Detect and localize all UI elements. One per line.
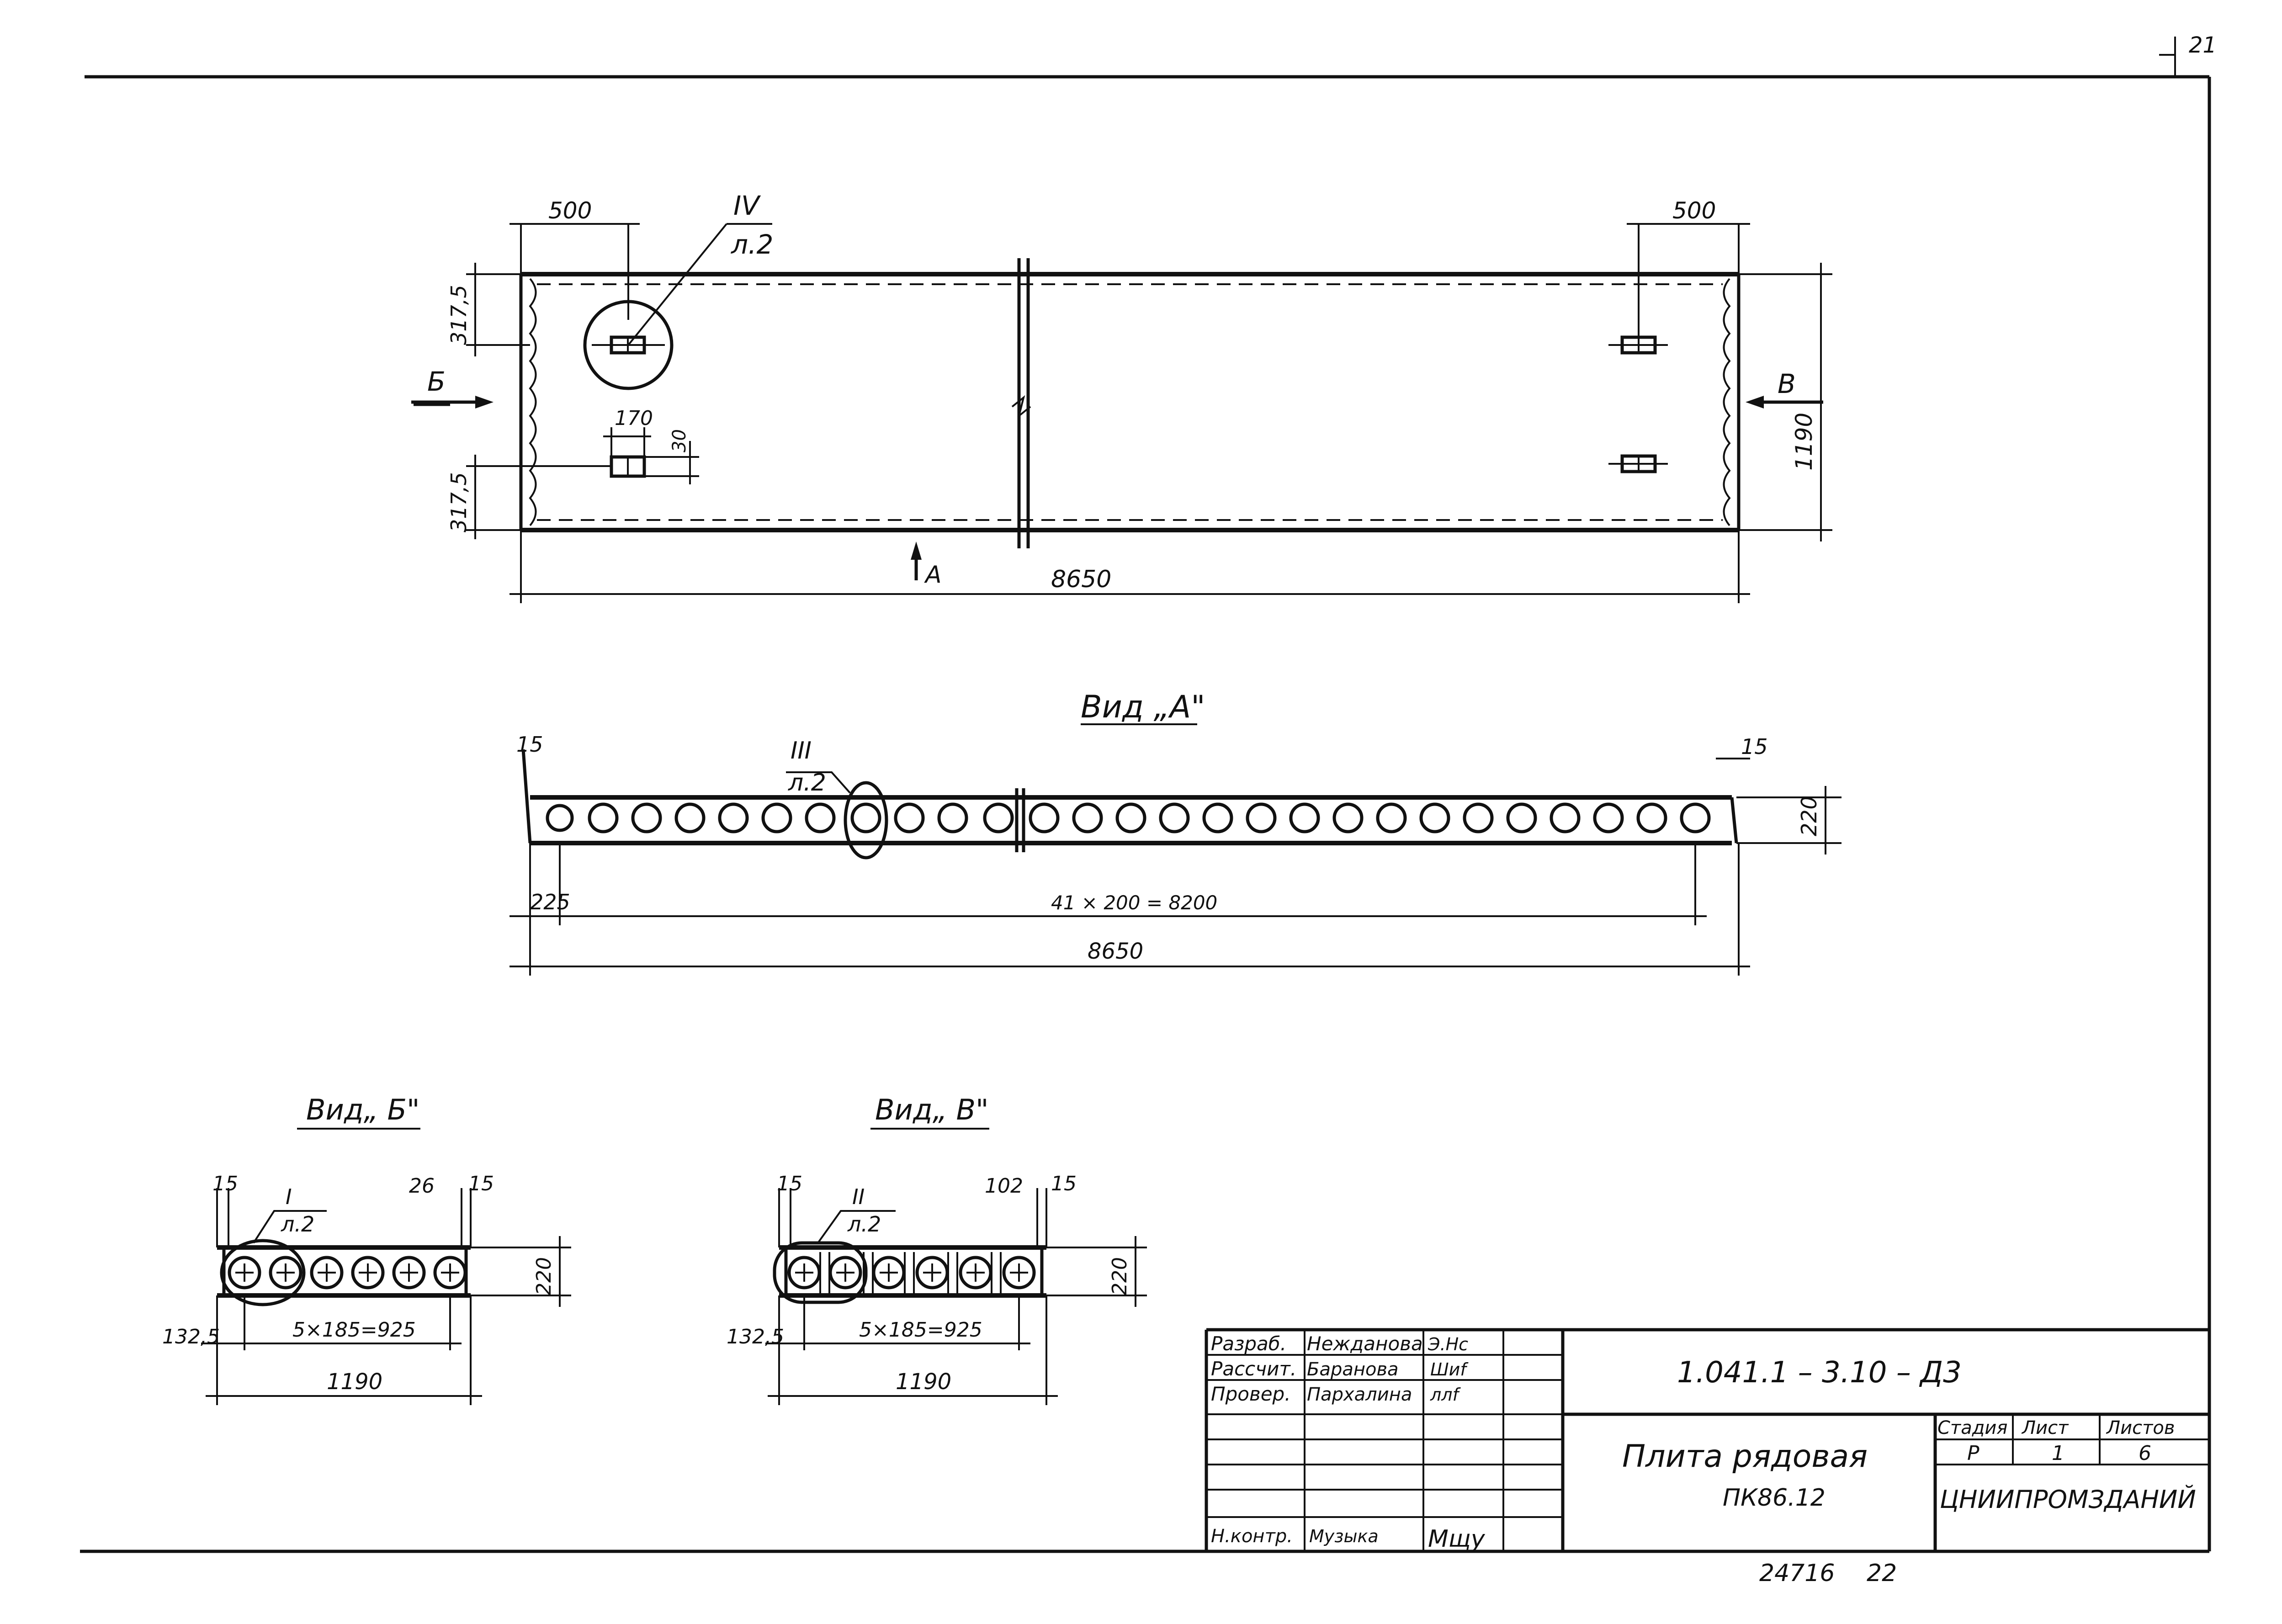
- dim-500-left: 500: [548, 197, 592, 224]
- callout-iv-sheet: л.2: [731, 229, 773, 260]
- view-b-callout-num: I: [286, 1184, 292, 1209]
- sheets-value: 6: [2139, 1442, 2151, 1465]
- plan-view: IV л.2 500 500 317,5 317,5 170 30 1190 8…: [411, 190, 1832, 603]
- view-a-dim-220: 220: [1797, 796, 1821, 836]
- view-v-callout-sheet: л.2: [847, 1212, 881, 1237]
- view-a-title: Вид „А": [1081, 689, 1205, 725]
- signature-calculated: Шиf: [1430, 1359, 1469, 1380]
- page-number: 21: [2189, 32, 2217, 58]
- view-v: Вид„ В" II л.2 15 102 15 220 132,5: [727, 1093, 1147, 1405]
- view-a-dim-225: 225: [530, 890, 570, 914]
- sheets-label: Листов: [2106, 1417, 2175, 1438]
- name-calculated: Баранова: [1307, 1359, 1399, 1380]
- name-developer: Неждановa: [1307, 1332, 1423, 1355]
- view-arrow-b: Б: [411, 366, 494, 409]
- view-b-dim-132: 132,5: [162, 1325, 220, 1348]
- name-checked: Пархалина: [1307, 1384, 1412, 1405]
- organization: ЦНИИПРОМЗДАНИЙ: [1940, 1485, 2196, 1514]
- view-a-dim-15-right: 15: [1741, 734, 1768, 759]
- view-v-dim-220: 220: [1108, 1257, 1131, 1295]
- view-v-dim-pitch: 5×185=925: [859, 1318, 982, 1342]
- view-a-dim-8650: 8650: [1088, 939, 1143, 964]
- role-checked: Провер.: [1211, 1383, 1291, 1405]
- signature-checked: ллf: [1430, 1385, 1461, 1405]
- view-b-callout-sheet: л.2: [281, 1212, 314, 1237]
- view-b-dim-220: 220: [532, 1257, 556, 1295]
- archive-number: 24716: [1759, 1560, 1835, 1587]
- view-a-callout-num: III: [791, 737, 812, 764]
- view-v-callout-num: II: [852, 1184, 865, 1209]
- sheet-frame: [80, 37, 2211, 1553]
- view-a-dim-15-left: 15: [516, 732, 543, 757]
- view-v-holes: [787, 1252, 1036, 1293]
- view-v-title: Вид„ В": [875, 1093, 989, 1126]
- view-arrow-a: А: [911, 541, 942, 589]
- title-block: 1.041.1 – 3.10 – Д3 Разраб. Рассчит. Про…: [1205, 1328, 2209, 1587]
- role-calculated: Рассчит.: [1211, 1358, 1296, 1380]
- signature-norm-control: Мщу: [1428, 1525, 1486, 1553]
- name-norm-control: Музыка: [1309, 1526, 1379, 1546]
- dim-170: 170: [615, 407, 653, 430]
- view-b-holes: [228, 1256, 467, 1290]
- view-a-dim-pitch: 41 × 200 = 8200: [1051, 892, 1217, 914]
- sheet-label: Лист: [2021, 1417, 2069, 1438]
- dim-317-bottom: 317,5: [446, 472, 471, 532]
- callout-iv-num: IV: [733, 190, 761, 221]
- signature-developer: Э.Нс: [1428, 1334, 1468, 1354]
- lifting-loop-right-bottom: [1608, 454, 1668, 473]
- view-b: Вид„ Б" I л.2 15 26 15 220 132,5: [162, 1093, 571, 1405]
- view-v-dim-15-right: 15: [1051, 1172, 1077, 1195]
- dim-30: 30: [669, 429, 690, 452]
- view-v-dim-132: 132,5: [727, 1325, 784, 1348]
- title-code: 1.041.1 – 3.10 – Д3: [1677, 1356, 1962, 1390]
- dim-1190-plan: 1190: [1791, 413, 1817, 471]
- stage-label: Стадия: [1937, 1417, 2007, 1438]
- view-v-dim-1190: 1190: [896, 1369, 951, 1395]
- view-b-dim-pitch: 5×185=925: [292, 1318, 416, 1342]
- svg-text:А: А: [924, 561, 942, 589]
- product-name: Плита рядовая: [1622, 1438, 1868, 1475]
- view-b-title: Вид„ Б": [306, 1093, 420, 1126]
- view-b-dim-1190: 1190: [327, 1369, 382, 1395]
- view-b-dim-26: 26: [409, 1174, 435, 1198]
- role-developer: Разраб.: [1211, 1332, 1286, 1355]
- sheet-value: 1: [2052, 1442, 2064, 1465]
- stage-value: Р: [1967, 1442, 1980, 1465]
- dim-8650-plan: 8650: [1051, 566, 1111, 593]
- void-holes: [546, 802, 1711, 833]
- view-a-callout-sheet: л.2: [788, 769, 826, 796]
- archive-page: 22: [1867, 1560, 1897, 1587]
- svg-text:Б: Б: [427, 366, 446, 397]
- dim-317-top: 317,5: [446, 285, 471, 345]
- svg-text:В: В: [1778, 368, 1796, 399]
- product-mark: ПК86.12: [1723, 1484, 1826, 1512]
- role-norm-control: Н.контр.: [1211, 1526, 1293, 1547]
- lifting-loop-left-bottom: [603, 427, 699, 484]
- lifting-loop-right-top: [1608, 335, 1668, 355]
- view-v-dim-102: 102: [985, 1174, 1023, 1198]
- view-arrow-v: В: [1746, 368, 1823, 409]
- dim-500-right: 500: [1672, 197, 1716, 224]
- view-a: Вид „А": [509, 689, 1842, 976]
- view-b-dim-15-right: 15: [468, 1172, 494, 1195]
